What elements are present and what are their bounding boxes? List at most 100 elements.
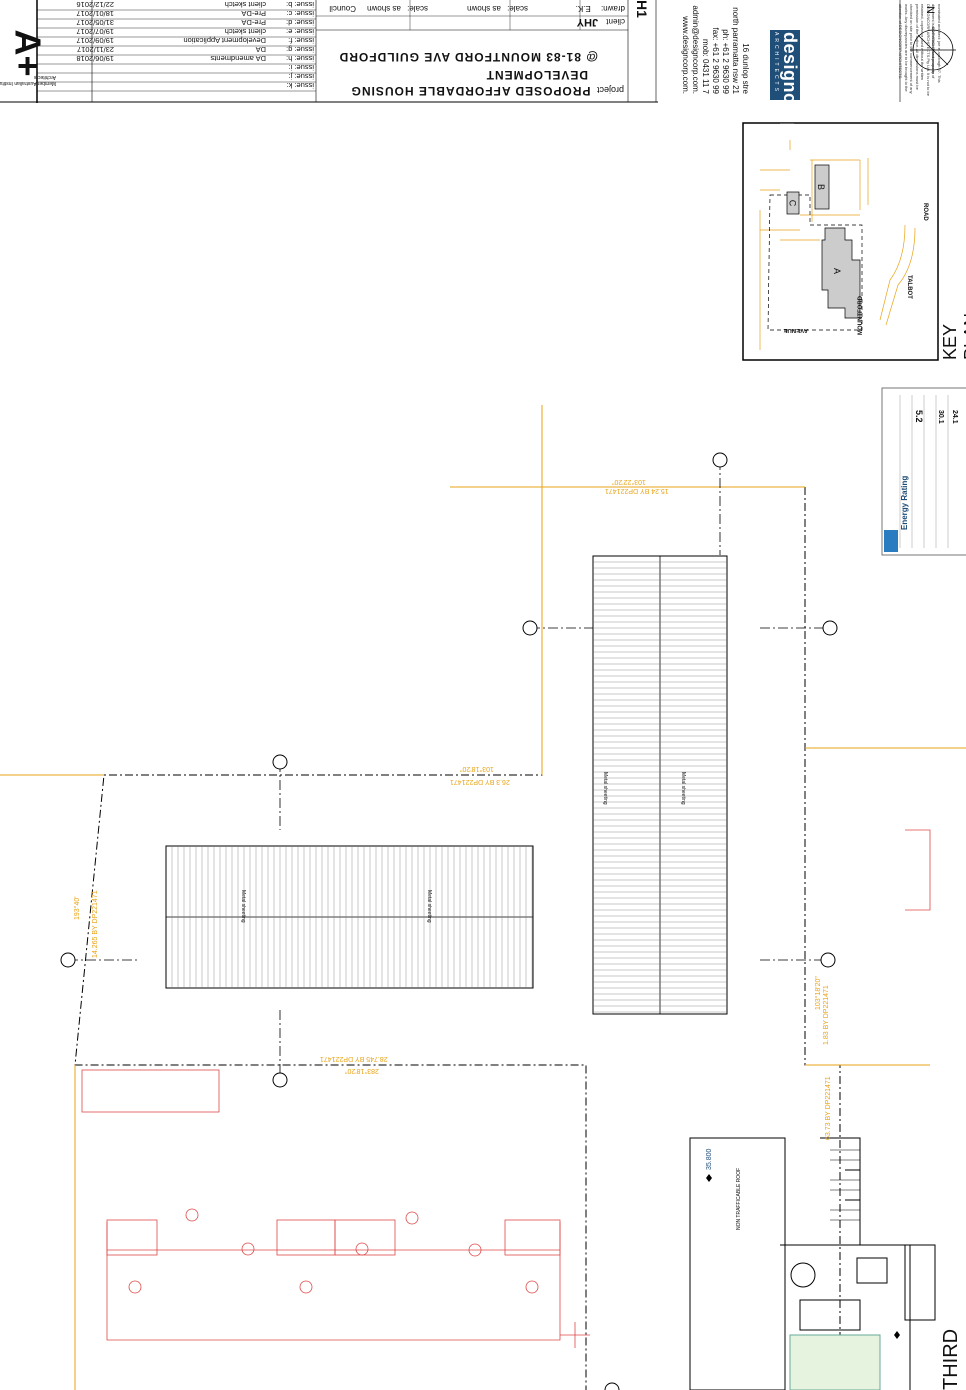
- project-block: project PROPOSED AFFORDABLE HOUSING DEVE…: [316, 30, 628, 102]
- roof-building-c: [592, 555, 728, 1015]
- street-avenue: AVENUE: [783, 327, 808, 333]
- dim-bearing-top: 103°22'20": [612, 478, 646, 485]
- issue-date: 18/01/2017: [76, 9, 114, 18]
- client-label: client: [606, 17, 625, 26]
- project-line1: PROPOSED AFFORDABLE HOUSING: [350, 84, 591, 98]
- issue-code: issue: d:: [286, 18, 314, 27]
- details-block: client JHY drawn: E.K. scale: as shown s…: [316, 0, 628, 30]
- key-plan-frame: [742, 122, 939, 361]
- issue-row: issue: i:: [39, 63, 314, 72]
- dim-length-mid: 26.3 BY DP221471: [450, 778, 510, 785]
- energy-rating-title: Energy Rating: [900, 475, 909, 530]
- scale-label-1: scale:: [507, 4, 528, 13]
- drawing-title: THIRD FLOOR - BUILDING B & C: [940, 1309, 966, 1390]
- dim-length-far-right: 63.73 BY DP221471: [825, 1076, 832, 1140]
- issue-desc: Pre-DA: [241, 9, 266, 18]
- issue-desc: DA: [255, 45, 266, 54]
- firm-address-line2: north parramatta nsw 21: [731, 7, 740, 94]
- energy-heating-value: 30.1: [937, 410, 944, 424]
- building-a-label: A: [832, 267, 843, 275]
- sheet-code: H1: [634, 0, 650, 18]
- issue-table-lines: [37, 9, 316, 92]
- issue-row: issue: c: Pre-DA 18/01/2017: [39, 9, 314, 18]
- grid-axes: [68, 460, 830, 1080]
- issue-date: 19/07/2017: [76, 27, 114, 36]
- issue-desc: client sketch: [224, 27, 266, 36]
- plan-rl: 35.800: [706, 1148, 713, 1170]
- third-floor-plan: [689, 1137, 936, 1390]
- dim-bearing-mid: 103°18'20": [460, 765, 494, 772]
- issue-code: issue: j:: [288, 72, 314, 81]
- council-label: Council: [329, 4, 356, 13]
- issue-desc: DA amendments: [210, 54, 266, 63]
- issue-desc: Development Application: [183, 36, 266, 45]
- issue-row: issue: b: client sketch 22/12/2016: [39, 0, 314, 9]
- energy-star-value: 5.2: [914, 410, 924, 423]
- project-line3: @ 81-83 MOUNTFORD AVE GUILDFORD: [338, 50, 598, 64]
- firm-web: www.designcorp.com.: [681, 16, 690, 94]
- issue-code: issue: h:: [286, 54, 314, 63]
- issue-date: 23/11/2017: [77, 45, 114, 54]
- orange-lines: [0, 405, 966, 1390]
- issue-row: issue: g: DA 23/11/2017: [39, 45, 314, 54]
- issue-date: 22/12/2016: [76, 0, 114, 9]
- firm-email: admin@designcorp.com.: [691, 5, 700, 94]
- street-mountford: MOUNTFORD: [858, 296, 864, 335]
- issue-row: issue: k:: [39, 81, 314, 90]
- grid-markers: [60, 452, 838, 1390]
- issue-code: issue: c:: [286, 9, 314, 18]
- firm-address: 16 dunlop stre north parramatta nsw 21 p…: [660, 2, 750, 94]
- issue-date: 19/09/2017: [76, 36, 114, 45]
- issue-desc: client sketch: [224, 0, 266, 9]
- roof-building-b: [165, 845, 534, 989]
- building-c-label: C: [787, 199, 798, 207]
- dim-length-right: 1.83 BY DP221471: [823, 985, 830, 1045]
- firm-address-line1: 16 dunlop stre: [741, 43, 750, 94]
- issue-code: issue: f:: [288, 36, 314, 45]
- scale-value-1: as shown: [467, 4, 501, 13]
- project-label: project: [596, 85, 624, 95]
- project-line2: DEVELOPMENT: [485, 68, 588, 82]
- drawn-label: drawn:: [600, 4, 625, 13]
- issue-date: 19/06/2018: [76, 54, 114, 63]
- dim-length-left: 14.265 BY DP221471: [92, 890, 99, 958]
- energy-cooling-value: 24.1: [951, 410, 958, 424]
- roof-label-3: Metal sheeting: [240, 890, 246, 923]
- firm-fax: fax: +61 2 9630 99: [711, 27, 720, 95]
- firm-logo-name: designcorp: [780, 32, 800, 135]
- issue-row: issue: j:: [39, 72, 314, 81]
- issue-table: issue: k:issue: j:issue: i:issue: h: DA a…: [37, 0, 316, 100]
- firm-mobile: mob: 0431 11 7: [701, 38, 710, 94]
- scale-value-2: as shown: [367, 4, 401, 13]
- roof-label-2: Metal sheeting: [680, 772, 686, 805]
- street-talbot: TALBOT: [906, 275, 912, 299]
- drawn-value: E.K.: [575, 4, 591, 13]
- issue-code: issue: b:: [286, 0, 314, 9]
- dim-length-top: 15.24 BY DP221471: [605, 487, 669, 494]
- dim-bearing-right: 103°18'20": [815, 976, 822, 1010]
- roof-label-4: Metal sheeting: [426, 890, 432, 923]
- issue-code: issue: g:: [286, 45, 314, 54]
- north-arrow: [910, 26, 956, 74]
- key-plan-graphic: [759, 140, 916, 350]
- building-b-label: B: [816, 183, 827, 191]
- issue-code: issue: i:: [288, 63, 314, 72]
- issue-desc: Pre-DA: [241, 18, 266, 27]
- logo-block: [770, 30, 800, 100]
- roof-label-1: Metal sheeting: [602, 772, 608, 805]
- firm-logo: designcorp ARCHITECTS: [773, 32, 800, 134]
- issue-row: issue: f: Development Application 19/09/20…: [39, 36, 314, 45]
- street-road: ROAD: [922, 203, 928, 221]
- scale-label-2: scale:: [407, 4, 428, 13]
- issue-row: issue: h: DA amendments 19/06/2018: [39, 54, 314, 63]
- aia-badge: A+ Member Australian Institute of Archit…: [0, 2, 56, 102]
- firm-phone: ph: +61 2 9630 99: [721, 29, 730, 94]
- copyright-note: nominated architect: joe el-sabbagh 87. …: [898, 4, 943, 96]
- non-trafficable-roof: NON TRAFFICABLE ROOF: [736, 1167, 742, 1230]
- north-label: N: [924, 6, 936, 14]
- dim-length-lower: 28.745 BY DP221471: [320, 1055, 388, 1062]
- dim-bearing-lower: 283°18'20": [345, 1067, 379, 1074]
